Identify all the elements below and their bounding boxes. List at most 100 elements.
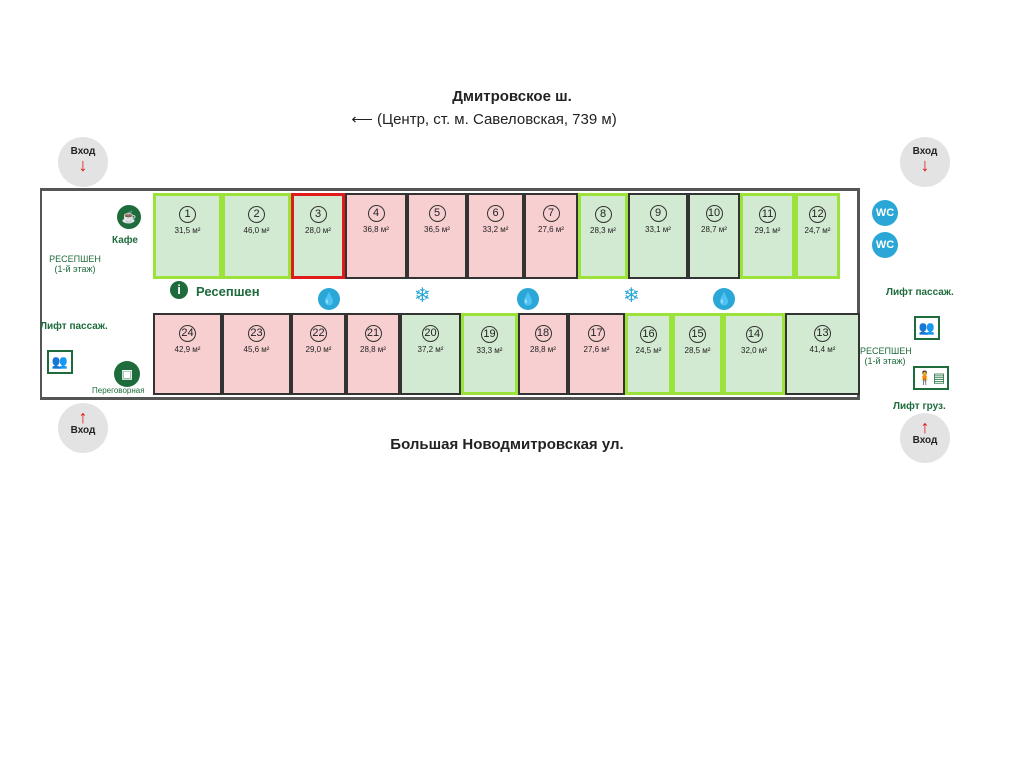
room-area: 32,0 м² bbox=[741, 346, 767, 355]
room-16[interactable]: 16 24,5 м² bbox=[625, 313, 672, 395]
room-area: 28,3 м² bbox=[590, 226, 616, 235]
room-9[interactable]: 9 33,1 м² bbox=[628, 193, 688, 279]
entry-top-right[interactable]: Вход↓ bbox=[900, 137, 950, 187]
room-area: 33,2 м² bbox=[482, 225, 509, 234]
room-6[interactable]: 6 33,2 м² bbox=[467, 193, 524, 279]
entry-label: Вход bbox=[912, 146, 938, 157]
wc-icon: WC bbox=[872, 232, 898, 258]
reception-label: РЕСЕПШЕН bbox=[860, 346, 912, 356]
arrow-down-icon: ↓ bbox=[920, 155, 930, 175]
room-area: 33,3 м² bbox=[476, 346, 503, 355]
room-area: 31,5 м² bbox=[174, 226, 201, 235]
arrow-down-icon: ↓ bbox=[78, 155, 88, 175]
snowflake-icon: ❄ bbox=[414, 285, 431, 307]
room-7[interactable]: 7 27,6 м² bbox=[524, 193, 578, 279]
entry-label: Вход bbox=[70, 425, 96, 436]
room-19[interactable]: 19 33,3 м² bbox=[461, 313, 518, 395]
passenger-lift-icon: 👥 bbox=[914, 316, 940, 340]
passenger-lift-icon: 👥 bbox=[47, 350, 73, 374]
room-area: 42,9 м² bbox=[174, 345, 201, 354]
room-area: 28,7 м² bbox=[701, 225, 727, 234]
room-number: 5 bbox=[428, 205, 446, 222]
water-drop-icon: 💧 bbox=[318, 288, 340, 310]
room-area: 27,6 м² bbox=[583, 345, 610, 354]
room-number: 17 bbox=[588, 325, 605, 342]
room-number: 16 bbox=[640, 326, 657, 343]
room-23[interactable]: 23 45,6 м² bbox=[222, 313, 291, 395]
room-area: 45,6 м² bbox=[243, 345, 270, 354]
room-24[interactable]: 24 42,9 м² bbox=[153, 313, 222, 395]
info-icon: i bbox=[170, 281, 188, 299]
room-number: 20 bbox=[422, 325, 439, 342]
entry-bottom-right[interactable]: ↑Вход bbox=[900, 413, 950, 463]
room-20[interactable]: 20 37,2 м² bbox=[400, 313, 461, 395]
room-number: 2 bbox=[248, 206, 265, 223]
room-number: 18 bbox=[534, 325, 552, 342]
lift-passenger-right-label: Лифт пассаж. bbox=[886, 287, 954, 298]
room-22[interactable]: 22 29,0 м² bbox=[291, 313, 346, 395]
room-17[interactable]: 17 27,6 м² bbox=[568, 313, 625, 395]
room-number: 19 bbox=[481, 326, 498, 343]
room-number: 4 bbox=[367, 205, 385, 222]
water-drop-icon: 💧 bbox=[713, 288, 735, 310]
room-number: 23 bbox=[248, 325, 265, 342]
room-area: 29,0 м² bbox=[305, 345, 332, 354]
room-number: 7 bbox=[542, 205, 560, 222]
room-number: 15 bbox=[689, 326, 706, 343]
reception-label: РЕСЕПШЕН bbox=[49, 254, 101, 264]
room-number: 6 bbox=[487, 205, 504, 222]
room-area: 28,5 м² bbox=[684, 346, 711, 355]
arrow-left-icon: ⟵ bbox=[351, 111, 377, 128]
room-number: 22 bbox=[310, 325, 327, 342]
room-10[interactable]: 10 28,7 м² bbox=[688, 193, 740, 279]
water-drop-icon: 💧 bbox=[517, 288, 539, 310]
room-18[interactable]: 18 28,8 м² bbox=[518, 313, 568, 395]
room-1[interactable]: 1 31,5 м² bbox=[153, 193, 222, 279]
room-number: 1 bbox=[179, 206, 196, 223]
room-area: 28,8 м² bbox=[530, 345, 556, 354]
street-bottom: Большая Новодмитровская ул. bbox=[390, 436, 624, 453]
entry-label: Вход bbox=[70, 146, 96, 157]
entry-top-left[interactable]: Вход↓ bbox=[58, 137, 108, 187]
room-5[interactable]: 5 36,5 м² bbox=[407, 193, 467, 279]
wc-icon: WC bbox=[872, 200, 898, 226]
street-top: Дмитровское ш. bbox=[452, 88, 572, 105]
meeting-room-icon: ▣ bbox=[114, 361, 140, 387]
reception-first-floor-left: РЕСЕПШЕН(1-й этаж) bbox=[40, 254, 110, 274]
lift-cargo-label: Лифт груз. bbox=[893, 401, 946, 412]
room-8[interactable]: 8 28,3 м² bbox=[578, 193, 628, 279]
cafe-label: Кафе bbox=[112, 235, 138, 246]
room-number: 9 bbox=[649, 205, 667, 222]
arrow-up-icon: ↑ bbox=[920, 417, 930, 437]
room-area: 28,8 м² bbox=[360, 345, 386, 354]
room-number: 10 bbox=[705, 205, 723, 222]
entry-bottom-left[interactable]: ↑Вход bbox=[58, 403, 108, 453]
room-number: 24 bbox=[179, 325, 196, 342]
room-number: 8 bbox=[594, 206, 612, 223]
reception-label: Ресепшен bbox=[196, 284, 260, 299]
meeting-room-label: Переговорная bbox=[92, 386, 145, 395]
room-area: 29,1 м² bbox=[754, 226, 781, 235]
reception-first-floor-right: РЕСЕПШЕН(1-й этаж) bbox=[860, 346, 912, 366]
room-15[interactable]: 15 28,5 м² bbox=[672, 313, 723, 395]
room-11[interactable]: 11 29,1 м² bbox=[740, 193, 795, 279]
cargo-lift-icon: 🧍▤ bbox=[913, 366, 949, 390]
lift-passenger-left-label: Лифт пассаж. bbox=[40, 321, 108, 332]
room-area: 24,5 м² bbox=[635, 346, 662, 355]
room-area: 37,2 м² bbox=[417, 345, 444, 354]
entry-label: Вход bbox=[912, 435, 938, 446]
room-number: 3 bbox=[309, 206, 327, 223]
room-number: 11 bbox=[759, 206, 776, 223]
direction-text: (Центр, ст. м. Савеловская, 739 м) bbox=[376, 111, 617, 128]
arrow-up-icon: ↑ bbox=[78, 407, 88, 427]
room-area: 27,6 м² bbox=[538, 225, 564, 234]
room-area: 36,5 м² bbox=[424, 225, 450, 234]
room-area: 33,1 м² bbox=[645, 225, 671, 234]
